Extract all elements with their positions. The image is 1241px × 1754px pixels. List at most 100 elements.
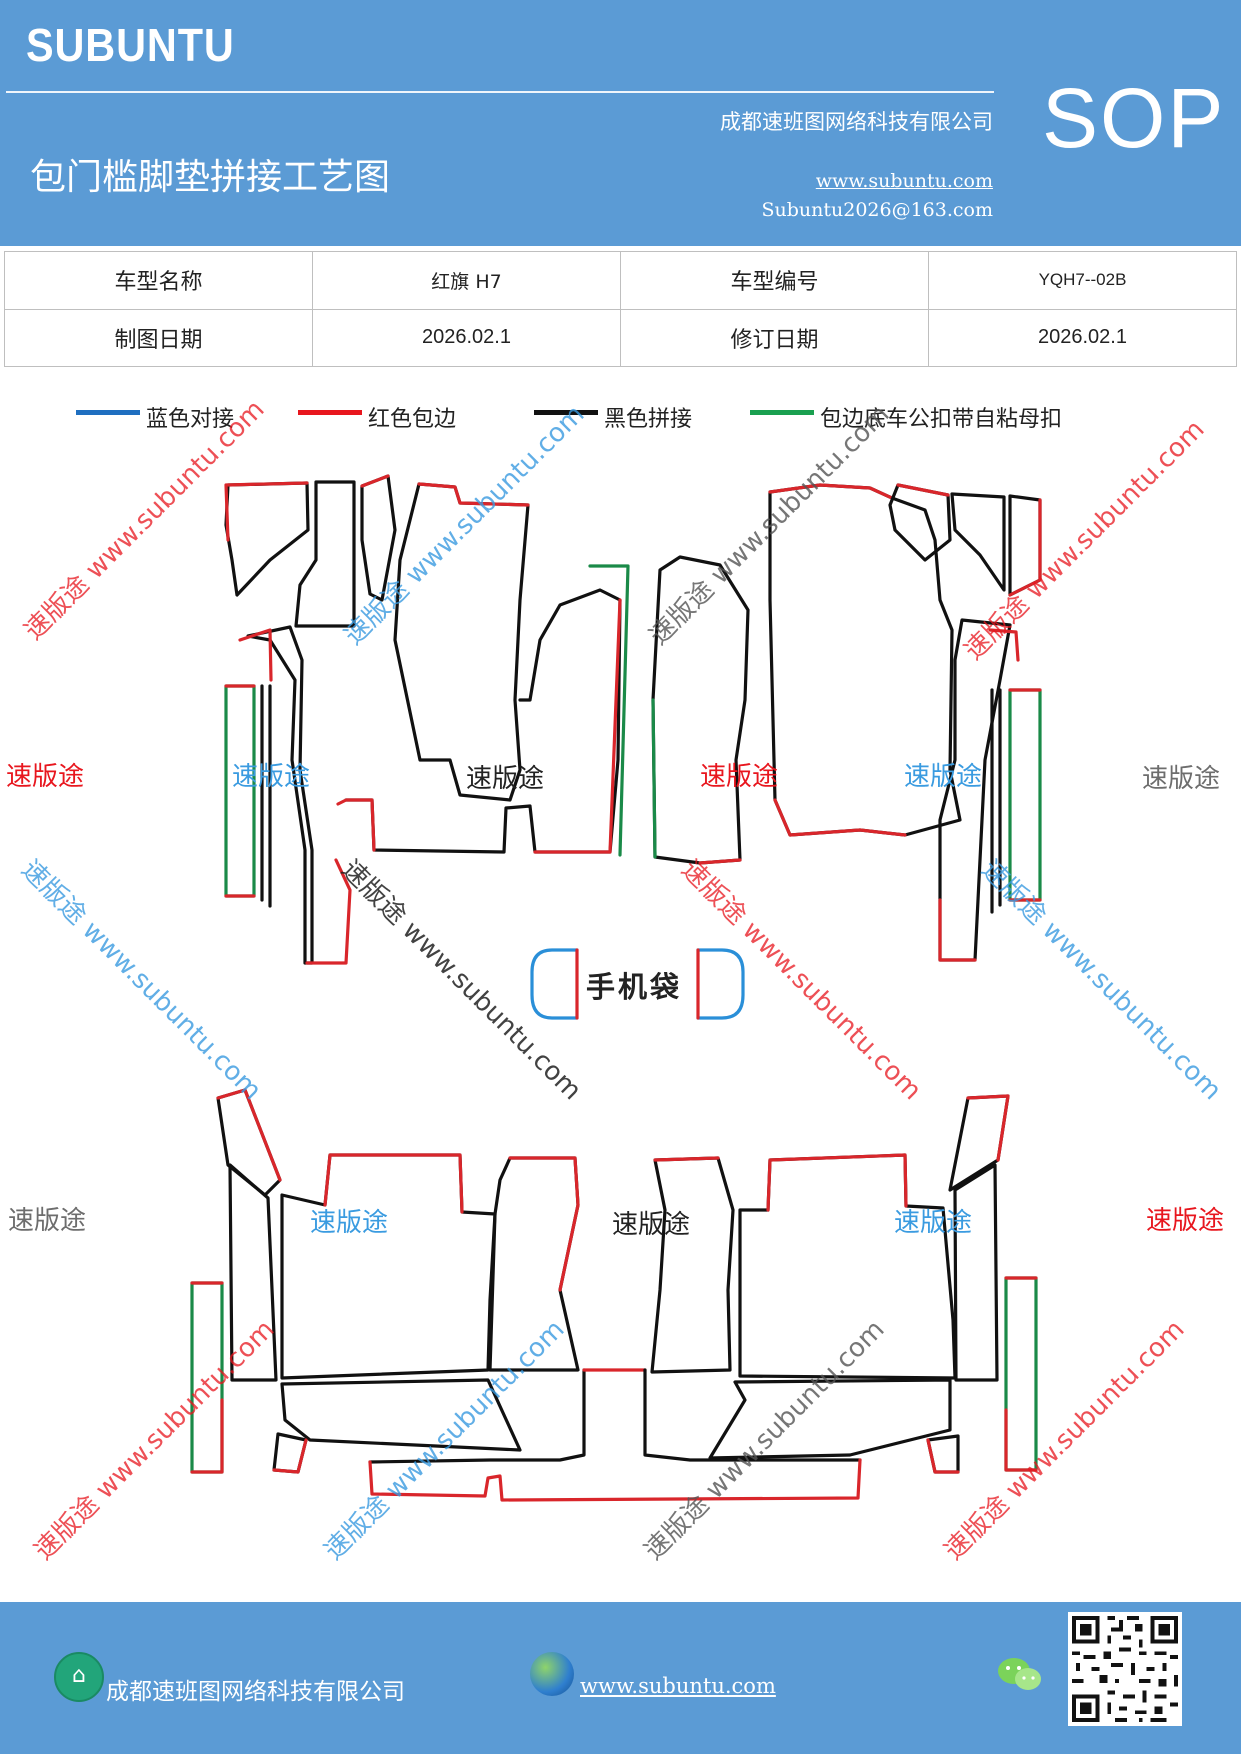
mat-piece xyxy=(888,483,952,562)
mat-piece xyxy=(216,1088,282,1197)
front-left-mats xyxy=(224,474,630,965)
header-email: Subuntu2026@163.com xyxy=(761,199,993,221)
watermark-label: 速版途 xyxy=(1142,764,1221,794)
legend-blue: 蓝色对接 xyxy=(76,402,234,432)
draw-date-label: 制图日期 xyxy=(4,308,313,367)
brand-logo: SUBUNTU xyxy=(26,19,235,71)
revise-date-label: 修订日期 xyxy=(620,308,929,367)
edge-red xyxy=(533,598,622,854)
footer-company: 成都速班图网络科技有限公司 xyxy=(106,1679,405,1705)
side-strip xyxy=(1004,1276,1038,1472)
watermark-label: 速版途 xyxy=(310,1208,389,1238)
phone-bag-left xyxy=(530,948,579,1020)
edge-red xyxy=(988,628,1020,662)
edge-red xyxy=(305,858,352,965)
draw-date-value: 2026.02.1 xyxy=(312,308,621,367)
qr-code xyxy=(1068,1612,1182,1726)
edge-green xyxy=(588,564,630,857)
footer-banner: ⌂ 成都速班图网络科技有限公司 www.subuntu.com xyxy=(0,1602,1241,1754)
revise-date-value: 2026.02.1 xyxy=(928,308,1237,367)
edge-red xyxy=(190,1281,224,1474)
model-name-label: 车型名称 xyxy=(4,251,313,310)
legend-label: 蓝色对接 xyxy=(146,407,235,432)
legend-swatch xyxy=(76,409,140,415)
page-title: 包门槛脚垫拼接工艺图 xyxy=(30,157,391,198)
header-website-link[interactable]: www.subuntu.com xyxy=(815,170,993,192)
phone-bag-label: 手机袋 xyxy=(586,970,683,1004)
mat-piece xyxy=(650,1156,735,1374)
mat-piece xyxy=(950,492,1006,592)
model-name-value: 红旗 H7 xyxy=(312,251,621,310)
header-banner: SUBUNTU 成都速班图网络科技有限公司 SOP 包门槛脚垫拼接工艺图 www… xyxy=(0,0,1241,246)
edge-red xyxy=(417,482,530,507)
edge-red xyxy=(1008,498,1042,597)
wechat-icon xyxy=(998,1658,1041,1690)
watermark-label: 速版途 xyxy=(232,762,311,792)
mat-piece xyxy=(224,481,310,597)
legend-label: 红色包边 xyxy=(368,407,457,432)
edge-red xyxy=(360,474,390,488)
edge-red xyxy=(896,483,950,497)
footer-website-link[interactable]: www.subuntu.com xyxy=(580,1674,776,1698)
edge-red xyxy=(766,1153,908,1212)
edge-red xyxy=(323,1153,464,1214)
rear-left-mats xyxy=(190,1088,647,1474)
edge-red xyxy=(926,1438,960,1474)
edge-red xyxy=(224,481,309,542)
edge-red xyxy=(508,1156,580,1292)
watermark-label: 速版途 xyxy=(8,1206,87,1236)
globe-icon xyxy=(530,1652,574,1696)
front-right-mats xyxy=(651,483,1042,962)
home-icon: ⌂ xyxy=(54,1652,104,1702)
mat-piece xyxy=(228,1163,278,1382)
info-table: 车型名称 红旗 H7 车型编号 YQH7--02B 制图日期 2026.02.1… xyxy=(4,251,1237,367)
edge-red xyxy=(336,798,376,852)
edge-green xyxy=(651,698,657,859)
mat-piece xyxy=(294,480,356,628)
legend-swatch xyxy=(534,409,598,415)
edge-red xyxy=(216,1088,282,1182)
legend-label: 包边底车公扣带自粘母扣 xyxy=(820,407,1063,432)
sop-mark: SOP xyxy=(1042,71,1226,165)
strip-seam xyxy=(990,688,1002,914)
legend-swatch xyxy=(750,409,814,415)
legend-green: 包边底车公扣带自粘母扣 xyxy=(750,402,1062,432)
legend-black: 黑色拼接 xyxy=(534,402,692,432)
edge-red xyxy=(966,1094,1010,1162)
edge-red xyxy=(272,1438,308,1474)
phone-bag-pieces xyxy=(530,948,745,1020)
legend-label: 黑色拼接 xyxy=(604,407,693,432)
model-code-value: YQH7--02B xyxy=(928,251,1237,310)
watermark-label: 速版途 xyxy=(1146,1206,1225,1236)
rear-right-mats xyxy=(368,1094,1038,1502)
info-row: 车型名称 红旗 H7 车型编号 YQH7--02B xyxy=(4,251,1237,310)
mat-piece xyxy=(246,625,314,965)
model-code-label: 车型编号 xyxy=(620,251,929,310)
edge-red xyxy=(773,798,907,837)
mat-seam xyxy=(368,1368,586,1464)
watermark-label: 速版途 xyxy=(700,762,779,792)
edge-red xyxy=(938,898,977,962)
edge-red xyxy=(1004,1276,1038,1472)
edge-red xyxy=(768,483,894,500)
strip-seam xyxy=(260,684,272,908)
legend-swatch xyxy=(298,409,362,415)
mat-piece xyxy=(280,1378,522,1452)
edge-red xyxy=(653,1156,720,1162)
mat-piece xyxy=(280,1153,497,1380)
watermark-label: 速版途 xyxy=(904,762,983,792)
edge-red xyxy=(1008,688,1042,902)
watermark-label: 速版途 xyxy=(612,1210,691,1240)
edge-red xyxy=(368,1458,862,1502)
watermark-label: 速版途 xyxy=(466,764,545,794)
header-company: 成都速班图网络科技有限公司 xyxy=(720,110,993,134)
watermark-label: 速版途 xyxy=(894,1208,973,1238)
mat-piece xyxy=(708,1378,952,1460)
edge-red xyxy=(698,858,742,865)
edge-red xyxy=(224,684,256,898)
legend-red: 红色包边 xyxy=(298,402,456,432)
edge-red xyxy=(238,628,273,682)
mat-piece xyxy=(953,1163,999,1382)
phone-bag-right xyxy=(696,948,745,1020)
